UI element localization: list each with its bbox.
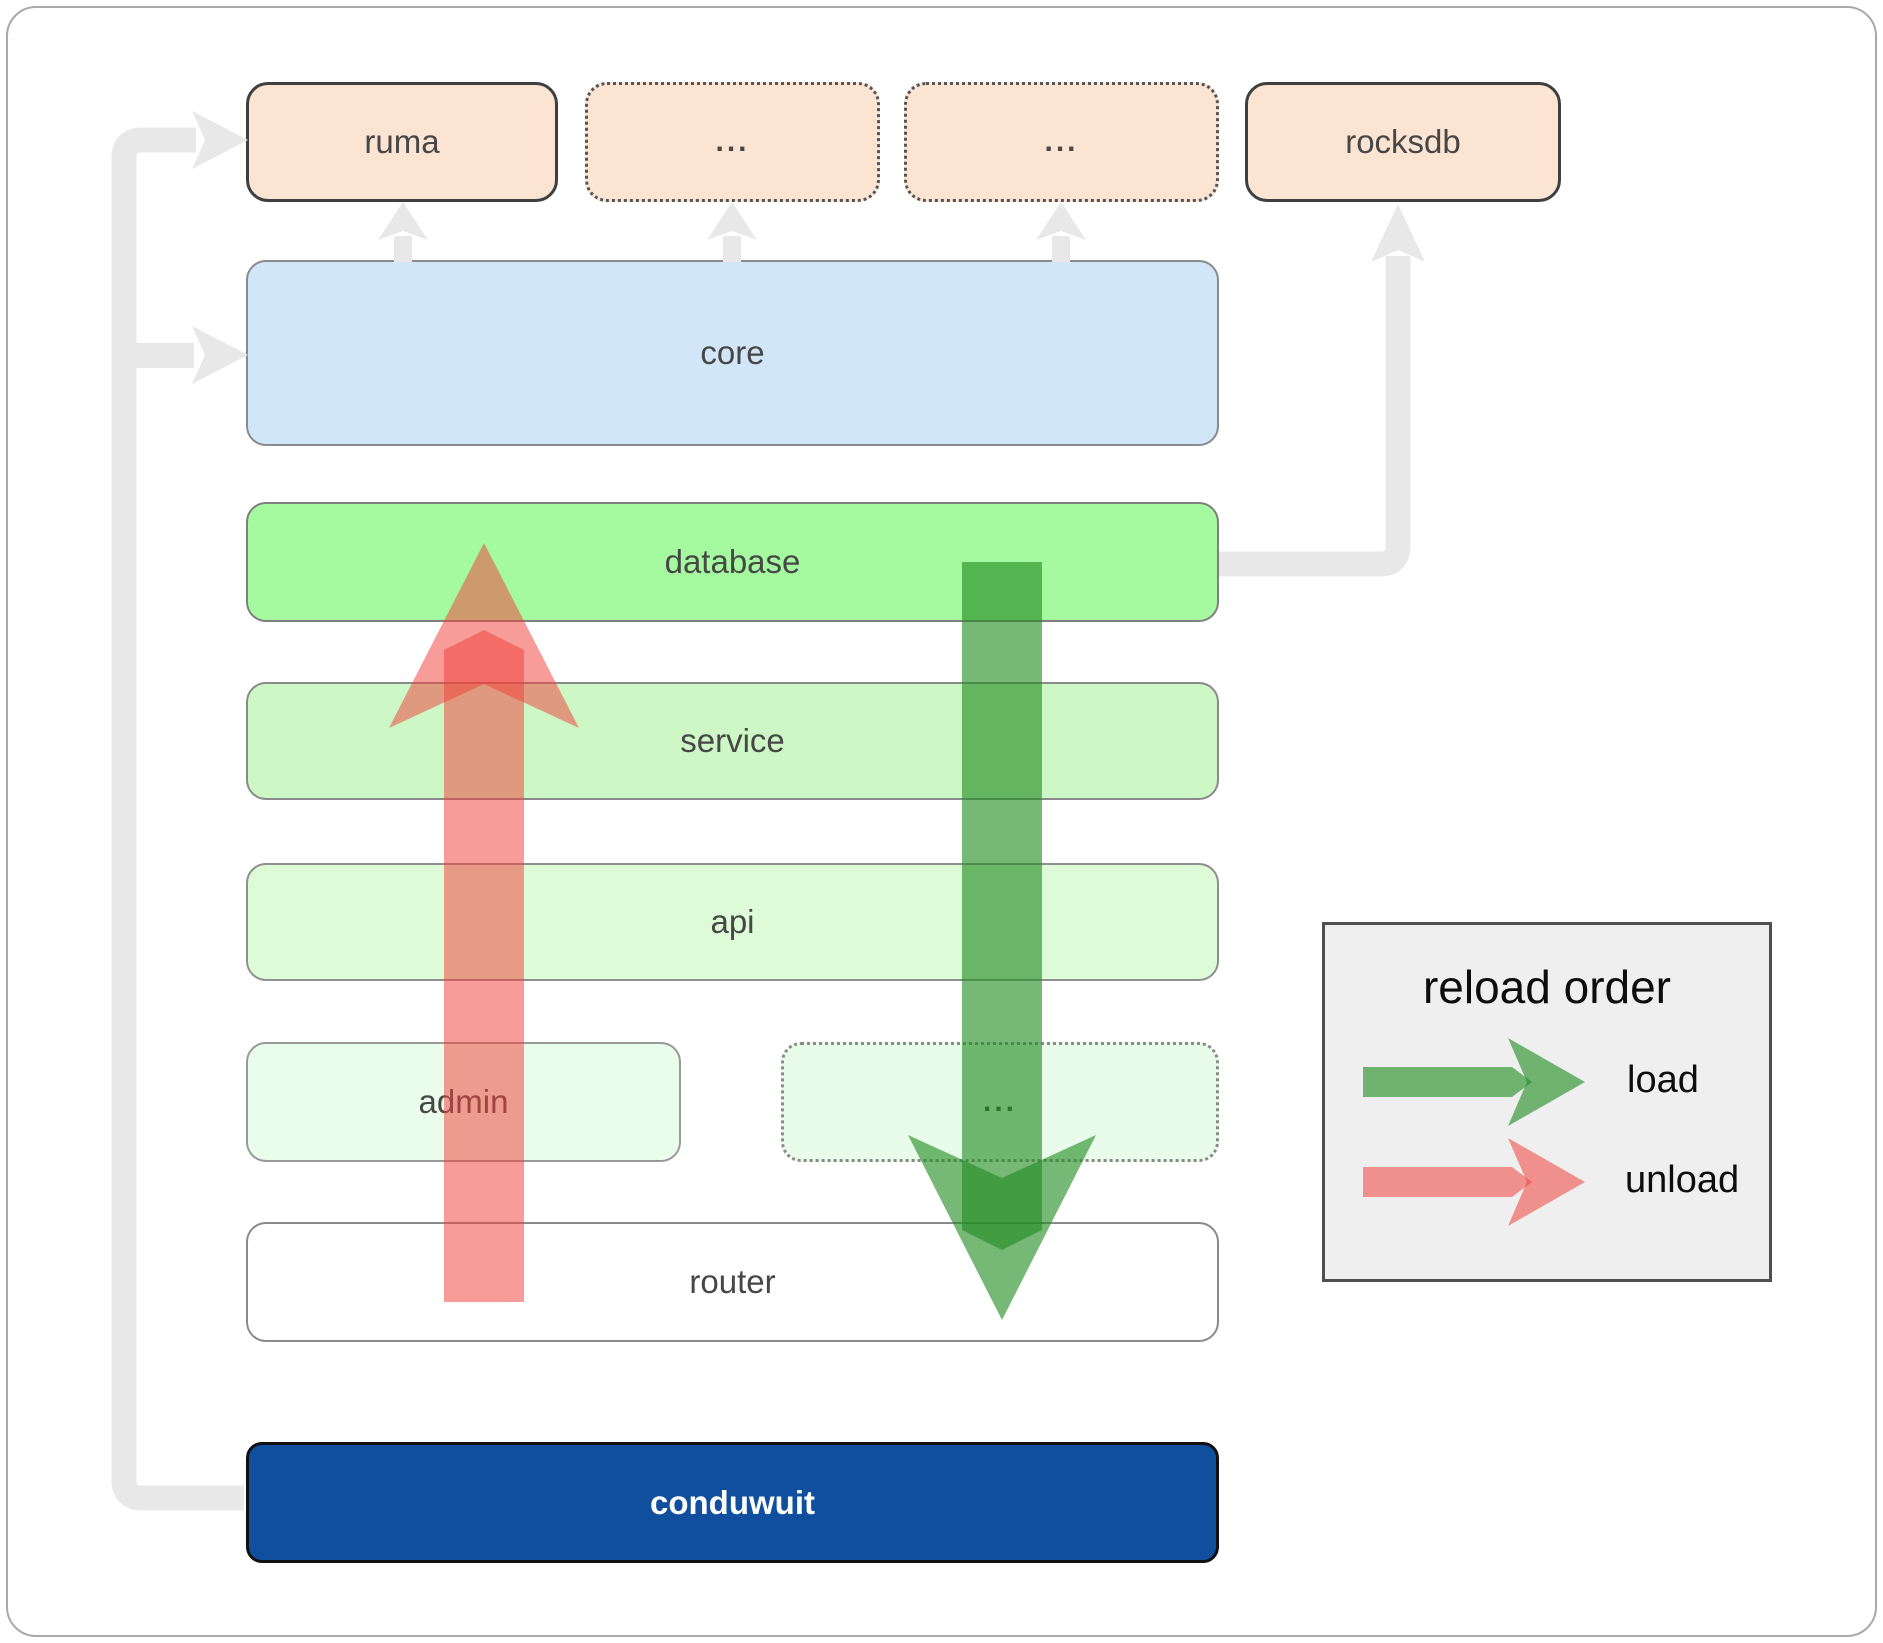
arrowhead-core-extra1-icon: [707, 202, 757, 240]
node-rocksdb: rocksdb: [1245, 82, 1561, 202]
node-label: ...: [715, 125, 750, 158]
node-conduwuit: conduwuit: [246, 1442, 1219, 1563]
arrowhead-core-ruma-icon: [378, 202, 428, 240]
page-border: [6, 6, 1877, 1637]
connector-core-ruma: [394, 236, 412, 262]
node-label: admin: [418, 1083, 509, 1120]
arrowhead-into-rocksdb-icon: [1371, 204, 1425, 262]
node-label: conduwuit: [650, 1483, 815, 1521]
connector-branch-core: [124, 343, 194, 368]
legend-title: reload order: [1422, 961, 1672, 1013]
connector-core-extra1: [723, 236, 741, 262]
node-label: ...: [982, 1085, 1017, 1118]
node-label: database: [664, 543, 801, 580]
legend-load-label: load: [1627, 1059, 1699, 1101]
node-label: api: [710, 903, 755, 940]
node-api: api: [246, 863, 1219, 981]
node-admin: admin: [246, 1042, 681, 1162]
node-label: ...: [1044, 125, 1079, 158]
node-label: core: [700, 334, 765, 371]
node-ruma: ruma: [246, 82, 558, 202]
node-router: router: [246, 1222, 1219, 1342]
node-extra-module-1: ...: [585, 82, 880, 202]
node-label: router: [689, 1263, 776, 1300]
connector-conduwuit-spine: [111, 127, 244, 1511]
legend-unload-label: unload: [1625, 1159, 1740, 1201]
arrowhead-into-ruma-icon: [192, 111, 248, 169]
node-core: core: [246, 260, 1219, 446]
node-label: ruma: [364, 123, 440, 160]
node-database: database: [246, 502, 1219, 622]
node-admin-extra: ...: [781, 1042, 1219, 1162]
node-label: rocksdb: [1345, 123, 1461, 160]
connector-database-rocksdb: [1219, 256, 1411, 577]
arrowhead-core-extra2-icon: [1036, 202, 1086, 240]
node-label: service: [680, 722, 785, 759]
node-service: service: [246, 682, 1219, 800]
connector-core-extra2: [1052, 236, 1070, 262]
node-extra-module-2: ...: [904, 82, 1219, 202]
arrowhead-into-core-icon: [192, 326, 248, 384]
